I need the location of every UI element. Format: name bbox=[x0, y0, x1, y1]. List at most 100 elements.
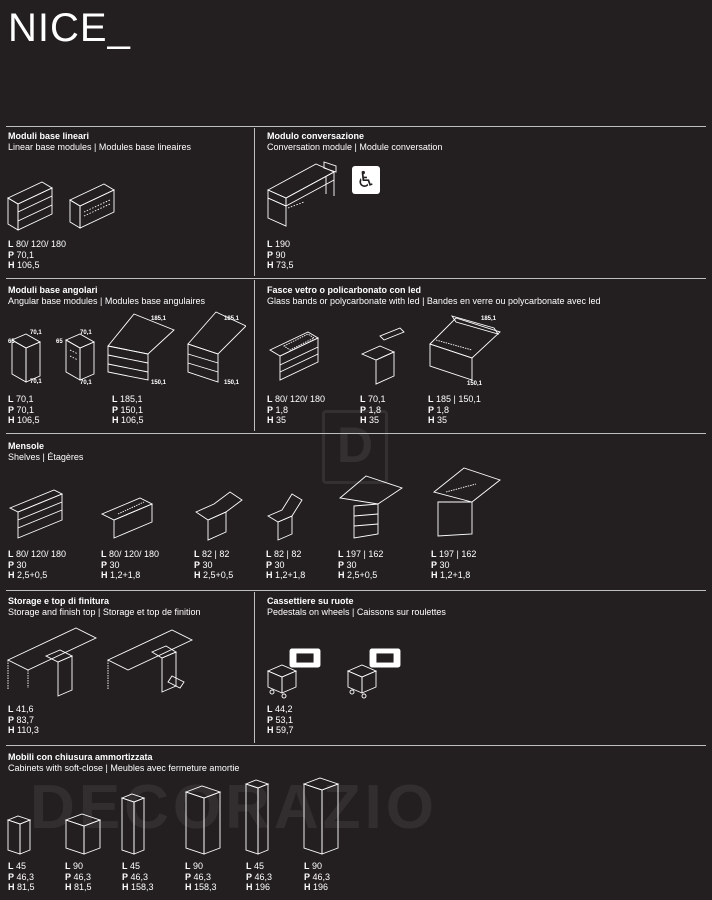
shelves-dims-2: L 80/ 120/ 180 P 30 H 1,2+1,8 bbox=[101, 549, 159, 581]
dim-row: H 81,5 bbox=[8, 882, 35, 892]
dim-label: 150,1 bbox=[151, 380, 167, 386]
cabinet-dims-2: L 90 P 46,3 H 81,5 bbox=[65, 861, 92, 893]
section-title: Mensole bbox=[8, 441, 45, 451]
divider bbox=[6, 278, 706, 279]
section-title: Moduli base angolari bbox=[8, 285, 98, 295]
dim-row: P 46,3 bbox=[65, 871, 92, 882]
watermark-logo-icon: D bbox=[322, 410, 388, 484]
dim-row: L 45 bbox=[8, 861, 27, 871]
dim-row: H 81,5 bbox=[65, 882, 92, 892]
dim-row: L 45 bbox=[246, 861, 265, 871]
cabinet-dims-6: L 90 P 46,3 H 196 bbox=[304, 861, 330, 893]
section-linear-modules: Moduli base lineari Linear base modules … bbox=[8, 131, 191, 153]
shelves-dims-3: L 82 | 82 P 30 H 2,5+0,5 bbox=[194, 549, 233, 581]
dim-label: 65 bbox=[56, 339, 63, 345]
dim-row: P 46,3 bbox=[304, 871, 331, 882]
dim-label: 65 bbox=[8, 339, 15, 345]
dim-row: L 80/ 120/ 180 bbox=[101, 549, 160, 559]
section-shelves: Mensole Shelves | Étagères bbox=[8, 441, 83, 463]
conversation-dims: L 190 P 90 H 73,5 bbox=[267, 239, 294, 271]
section-title: Mobili con chiusura ammortizzata bbox=[8, 752, 153, 762]
dim-row: H 196 bbox=[304, 882, 329, 892]
divider bbox=[254, 592, 255, 743]
section-subtitle: Angular base modules | Modules base angu… bbox=[8, 296, 205, 306]
dim-row: L 70,1 bbox=[8, 394, 34, 404]
brand-title: NICE_ bbox=[8, 6, 131, 50]
dim-row: P 30 bbox=[338, 559, 357, 570]
section-subtitle: Linear base modules | Modules base linea… bbox=[8, 142, 191, 152]
divider bbox=[6, 590, 706, 591]
section-subtitle: Cabinets with soft-close | Meubles avec … bbox=[8, 763, 240, 773]
dim-label: 185,1 bbox=[151, 316, 167, 322]
dim-row: P 53,1 bbox=[267, 714, 294, 725]
dim-row: P 90 bbox=[267, 249, 286, 260]
dim-row: L 80/ 120/ 180 bbox=[267, 394, 326, 404]
dim-row: P 30 bbox=[266, 559, 285, 570]
pedestal-illustration bbox=[264, 645, 414, 701]
dim-row: L 82 | 82 bbox=[266, 549, 302, 559]
shelves-dims-6: L 197 | 162 P 30 H 1,2+1,8 bbox=[431, 549, 476, 581]
dim-row: L 90 bbox=[304, 861, 323, 871]
dim-row: L 197 | 162 bbox=[338, 549, 384, 559]
dim-row: L 185,1 bbox=[112, 394, 143, 404]
dim-row: P 46,3 bbox=[246, 871, 273, 882]
dim-row: H 59,7 bbox=[267, 725, 294, 735]
dim-label: 70,1 bbox=[80, 330, 92, 336]
dim-row: P 46,3 bbox=[122, 871, 149, 882]
dim-row: P 30 bbox=[194, 559, 213, 570]
divider bbox=[254, 280, 255, 431]
shelves-illustration bbox=[6, 462, 506, 546]
section-title: Fasce vetro o policarbonato con led bbox=[267, 285, 422, 295]
dim-row: H 106,5 bbox=[112, 415, 144, 425]
shelves-dims-1: L 80/ 120/ 180 P 30 H 2,5+0,5 bbox=[8, 549, 66, 581]
dim-row: H 1,2+1,8 bbox=[431, 570, 471, 580]
angular-module-illustration bbox=[6, 310, 246, 390]
dim-row: H 35 bbox=[428, 415, 448, 425]
section-conversation-module: Modulo conversazione Conversation module… bbox=[267, 131, 442, 153]
section-angular-modules: Moduli base angolari Angular base module… bbox=[8, 285, 205, 307]
dim-row: L 41,6 bbox=[8, 704, 34, 714]
dim-row: L 45 bbox=[122, 861, 141, 871]
dim-row: H 2,5+0,5 bbox=[338, 570, 378, 580]
linear-module-illustration bbox=[6, 176, 126, 232]
dim-row: L 44,2 bbox=[267, 704, 293, 714]
dim-row: P 1,8 bbox=[428, 404, 450, 415]
dim-row: P 46,3 bbox=[185, 871, 212, 882]
linear-dims: L 80/ 120/ 180 P 70,1 H 106,5 bbox=[8, 239, 66, 271]
section-storage: Storage e top di finitura Storage and fi… bbox=[8, 596, 200, 618]
cabinet-dims-1: L 45 P 46,3 H 81,5 bbox=[8, 861, 35, 893]
dim-row: P 1,8 bbox=[267, 404, 289, 415]
section-title: Cassettiere su ruote bbox=[267, 596, 354, 606]
dim-row: H 2,5+0,5 bbox=[194, 570, 234, 580]
dim-row: H 158,3 bbox=[185, 882, 217, 892]
dim-row: H 1,2+1,8 bbox=[101, 570, 141, 580]
section-subtitle: Storage and finish top | Storage et top … bbox=[8, 607, 201, 617]
dim-label: 70,1 bbox=[80, 380, 92, 386]
dim-row: P 150,1 bbox=[112, 404, 144, 415]
dim-row: P 83,7 bbox=[8, 714, 35, 725]
dim-row: P 30 bbox=[431, 559, 450, 570]
divider bbox=[6, 433, 706, 434]
dim-row: H 1,2+1,8 bbox=[266, 570, 306, 580]
dim-row: H 106,5 bbox=[8, 260, 40, 270]
shelves-dims-4: L 82 | 82 P 30 H 1,2+1,8 bbox=[266, 549, 305, 581]
storage-illustration bbox=[6, 620, 206, 700]
dim-label: 150,1 bbox=[467, 381, 483, 387]
dim-label: 70,1 bbox=[30, 330, 42, 336]
cabinets-illustration bbox=[6, 776, 346, 856]
shelves-dims-5: L 197 | 162 P 30 H 2,5+0,5 bbox=[338, 549, 383, 581]
section-cabinets: Mobili con chiusura ammortizzata Cabinet… bbox=[8, 752, 239, 774]
dim-row: L 70,1 bbox=[360, 394, 386, 404]
section-title: Modulo conversazione bbox=[267, 131, 365, 141]
dim-row: L 197 | 162 bbox=[431, 549, 477, 559]
section-subtitle: Glass bands or polycarbonate with led | … bbox=[267, 296, 601, 306]
dim-row: H 35 bbox=[267, 415, 287, 425]
dim-row: H 106,5 bbox=[8, 415, 40, 425]
dim-row: L 82 | 82 bbox=[194, 549, 230, 559]
dim-row: L 185 | 150,1 bbox=[428, 394, 481, 404]
dim-row: H 158,3 bbox=[122, 882, 154, 892]
dim-row: L 80/ 120/ 180 bbox=[8, 549, 67, 559]
angular-dims-1: L 70,1 P 70,1 H 106,5 bbox=[8, 394, 40, 426]
dim-row: P 30 bbox=[101, 559, 120, 570]
dim-row: L 190 bbox=[267, 239, 291, 249]
